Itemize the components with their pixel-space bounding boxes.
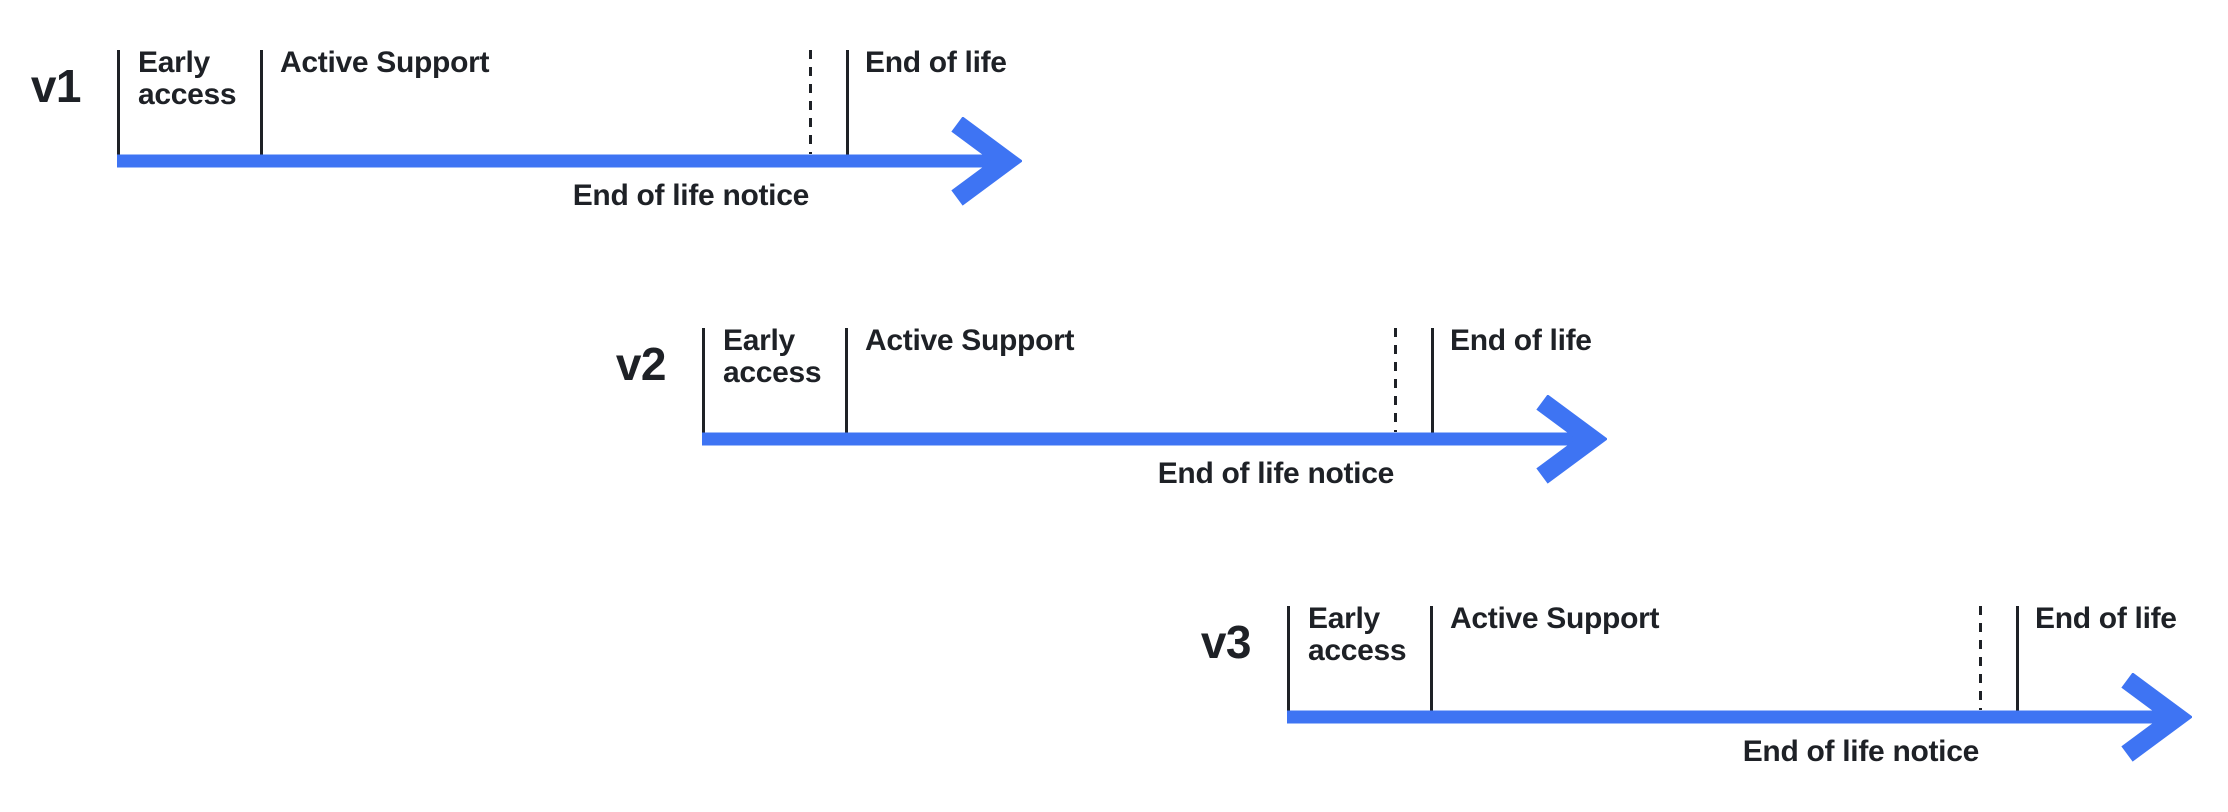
end-of-life-label: End of life xyxy=(2035,602,2177,635)
version-label-v2: v2 xyxy=(615,338,667,390)
end-of-life-label: End of life xyxy=(1450,324,1592,357)
version-label-v1: v1 xyxy=(30,60,82,112)
early-access-start-tick xyxy=(117,50,120,156)
timeline-arrow xyxy=(1287,673,2192,762)
active-support-start-tick xyxy=(1430,606,1433,712)
early-access-start-tick xyxy=(702,328,705,434)
version-label-v3: v3 xyxy=(1200,616,1252,668)
early-access-label: Early access xyxy=(138,46,237,111)
active-support-start-tick xyxy=(845,328,848,434)
end-of-life-notice-dashed-tick xyxy=(1979,606,1982,710)
early-access-label: Early access xyxy=(723,324,822,389)
timeline-arrow xyxy=(117,117,1022,206)
end-of-life-notice-dashed-tick xyxy=(1394,328,1397,432)
active-support-label: Active Support xyxy=(865,324,1075,357)
timeline-v3: v3 Early access Active Support End of li… xyxy=(1201,596,2228,808)
end-of-life-notice-label: End of life notice xyxy=(1157,457,1395,490)
active-support-label: Active Support xyxy=(280,46,490,79)
end-of-life-tick xyxy=(846,50,849,156)
end-of-life-notice-label: End of life notice xyxy=(1742,735,1980,768)
timeline-v1: v1 Early access Active Support End of li… xyxy=(31,40,1237,252)
timeline-arrow xyxy=(702,395,1607,484)
timeline-v2: v2 Early access Active Support End of li… xyxy=(616,318,1822,530)
early-access-start-tick xyxy=(1287,606,1290,712)
active-support-start-tick xyxy=(260,50,263,156)
end-of-life-notice-dashed-tick xyxy=(809,50,812,154)
early-access-label: Early access xyxy=(1308,602,1407,667)
end-of-life-label: End of life xyxy=(865,46,1007,79)
end-of-life-notice-label: End of life notice xyxy=(572,179,810,212)
end-of-life-tick xyxy=(2016,606,2019,712)
end-of-life-tick xyxy=(1431,328,1434,434)
active-support-label: Active Support xyxy=(1450,602,1660,635)
